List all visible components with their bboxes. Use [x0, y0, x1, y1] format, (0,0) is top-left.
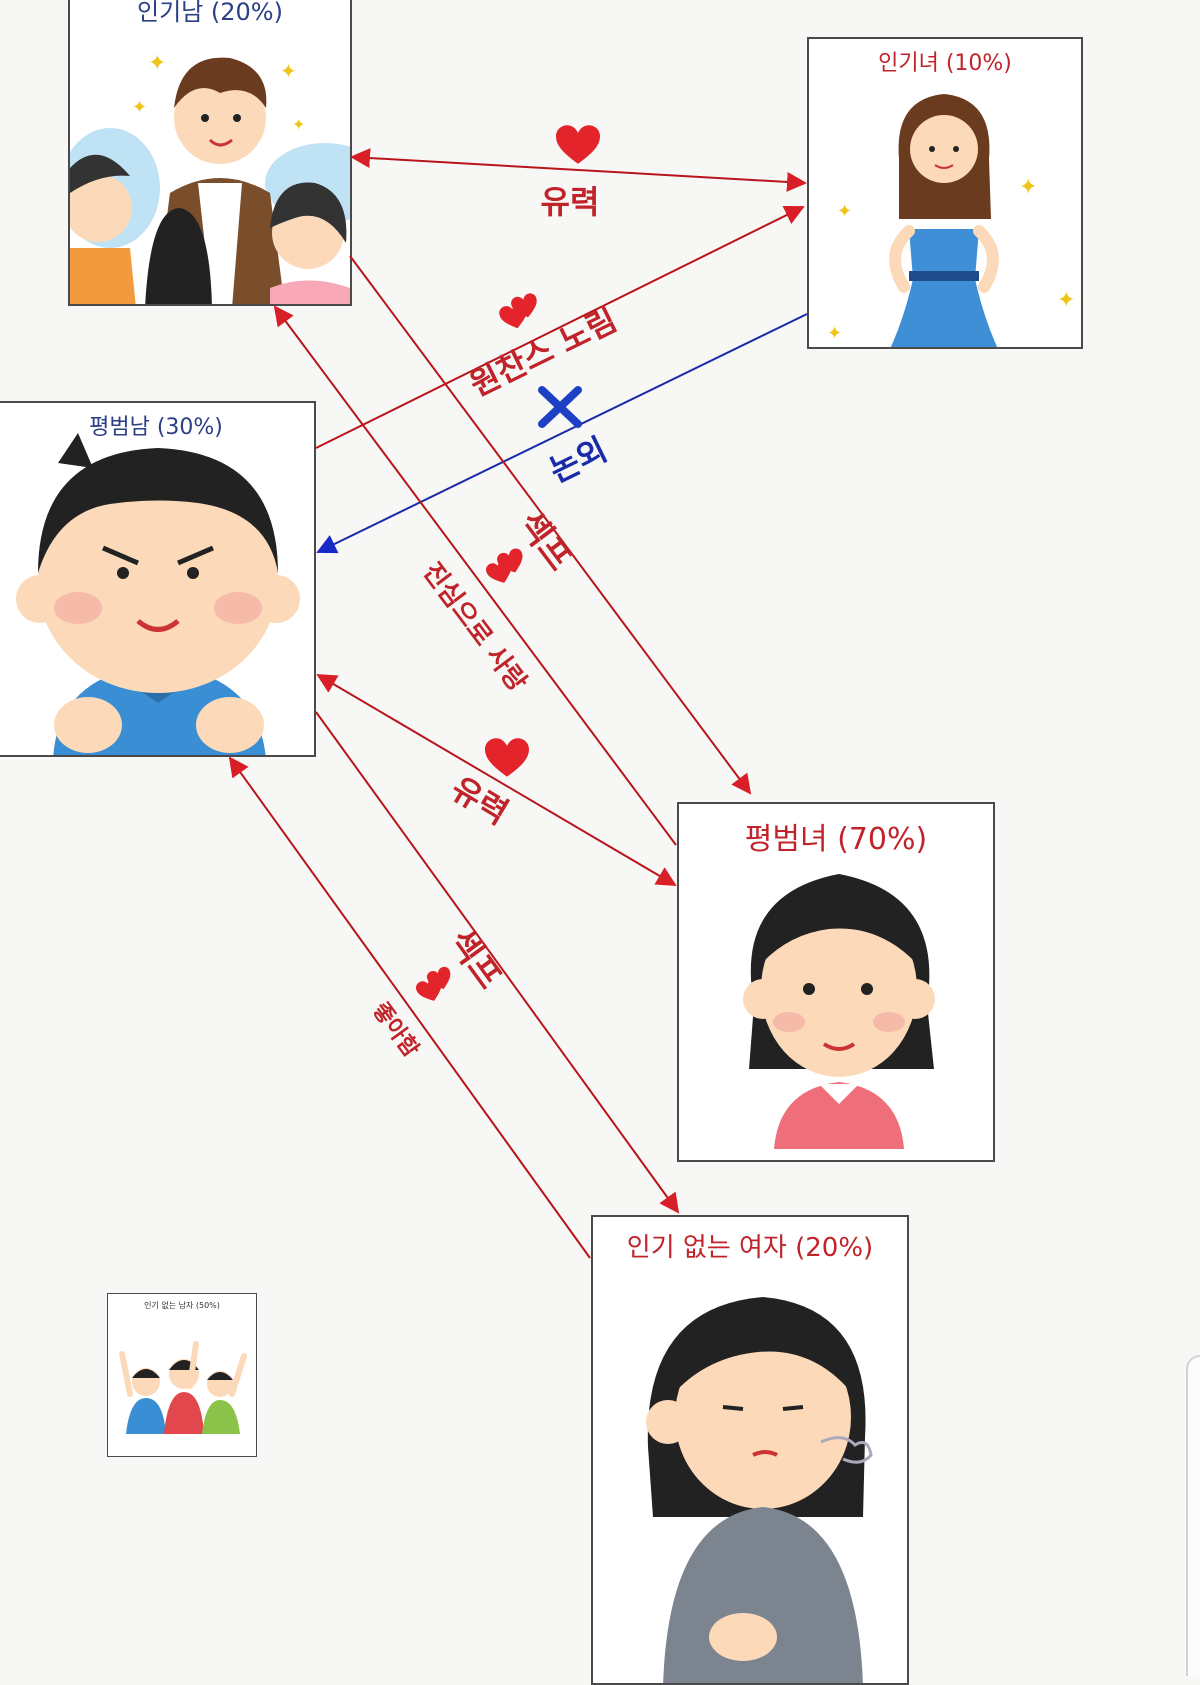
edge-label-likes: 좋아함 — [367, 998, 423, 1062]
edge-label-fling-1: 섹프 — [510, 504, 580, 578]
svg-text:✦: ✦ — [132, 97, 147, 118]
svg-text:✦: ✦ — [280, 59, 297, 83]
node-unpopular-man: 인기 없는 남자 (50%) — [107, 1293, 257, 1457]
node-average-woman: 평범녀 (70%) — [677, 802, 995, 1162]
average-man-title: 평범남 (30%) — [89, 415, 223, 440]
double-heart-icon — [497, 291, 541, 332]
popular-woman-illustration: ✦ ✦ ✦ ✦ — [827, 94, 1075, 347]
unpopular-woman-illustration — [646, 1297, 873, 1683]
edge-one-chance — [315, 206, 805, 449]
svg-text:✦: ✦ — [1057, 288, 1075, 313]
svg-text:✦: ✦ — [837, 201, 852, 222]
svg-text:✦: ✦ — [148, 51, 166, 76]
node-popular-man: ✦ ✦ ✦ ✦ 인기남 (20%) — [68, 0, 352, 306]
popular-woman-title: 인기녀 (10%) — [878, 51, 1012, 76]
popular-man-title: 인기남 (20%) — [137, 0, 283, 26]
average-woman-title: 평범녀 (70%) — [744, 822, 928, 857]
heart-icon — [485, 738, 529, 777]
average-man-illustration — [16, 433, 300, 755]
node-average-man: 평범남 (30%) — [0, 401, 316, 757]
edge-label-fling-2: 섹프 — [440, 922, 509, 996]
unpopular-woman-title: 인기 없는 여자 (20%) — [626, 1233, 874, 1263]
edge-label-average-pair: 유력 — [445, 769, 515, 832]
average-woman-illustration — [743, 874, 935, 1149]
cross-icon — [538, 386, 582, 428]
svg-text:✦: ✦ — [827, 323, 842, 344]
svg-text:✦: ✦ — [1019, 175, 1037, 200]
svg-text:✦: ✦ — [292, 115, 305, 134]
edge-average-pair — [316, 673, 677, 887]
edge-out-of-question — [316, 313, 808, 554]
edge-fling-2 — [315, 711, 680, 1214]
double-heart-icon — [484, 546, 528, 588]
edge-label-out-of-question: 논외 — [543, 430, 613, 490]
edge-label-popular-pair: 유력 — [541, 183, 600, 221]
edge-fling-1 — [349, 255, 752, 795]
node-unpopular-woman: 인기 없는 여자 (20%) — [591, 1215, 909, 1685]
scrollbar[interactable] — [1186, 1355, 1200, 1676]
edge-popular-pair — [350, 148, 807, 192]
double-heart-icon — [414, 965, 455, 1006]
unpopular-man-title: 인기 없는 남자 (50%) — [144, 1301, 220, 1310]
edge-label-sincere-love: 진심으로 사랑 — [416, 557, 532, 697]
node-popular-woman: ✦ ✦ ✦ ✦ 인기녀 (10%) — [807, 37, 1083, 349]
edge-likes — [228, 756, 591, 1259]
heart-icon — [556, 125, 600, 164]
unpopular-men-illustration — [119, 1341, 247, 1434]
popular-man-illustration: ✦ ✦ ✦ ✦ — [70, 51, 350, 304]
